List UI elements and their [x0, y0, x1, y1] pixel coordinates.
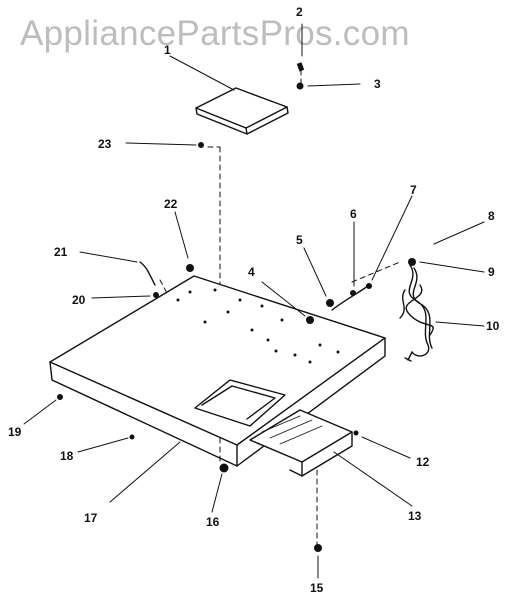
callout-20: 20 — [72, 293, 86, 307]
assembly-guide-lines — [159, 69, 401, 546]
callout-9: 9 — [488, 265, 495, 279]
callout-16: 16 — [206, 515, 220, 529]
bottom-bracket — [249, 409, 353, 477]
callout-7: 7 — [410, 183, 417, 197]
power-cord — [399, 264, 434, 362]
callout-21: 21 — [54, 245, 68, 259]
callout-10: 10 — [486, 319, 500, 333]
callout-3: 3 — [374, 77, 381, 91]
callout-8: 8 — [488, 209, 495, 223]
callout-17: 17 — [84, 511, 98, 525]
callout-4: 4 — [248, 265, 255, 279]
callout-12: 12 — [416, 455, 430, 469]
callout-2: 2 — [296, 5, 303, 19]
mounting-holes — [176, 288, 340, 364]
callout-13: 13 — [408, 509, 422, 523]
cover-plate — [195, 87, 289, 135]
callout-labels: 1 2 3 4 5 6 7 8 9 10 12 13 15 16 17 18 1… — [8, 5, 500, 595]
hardware-parts — [57, 62, 416, 552]
callout-6: 6 — [350, 207, 357, 221]
leader-lines — [23, 23, 485, 579]
callout-23: 23 — [98, 137, 112, 151]
wires — [139, 261, 369, 311]
callout-19: 19 — [8, 425, 22, 439]
callout-15: 15 — [310, 581, 324, 595]
watermark: AppliancePartsPros.com — [20, 14, 410, 53]
callout-18: 18 — [60, 449, 74, 463]
table-top — [49, 275, 386, 467]
callout-22: 22 — [164, 197, 178, 211]
callout-5: 5 — [296, 233, 303, 247]
callout-1: 1 — [164, 43, 171, 57]
